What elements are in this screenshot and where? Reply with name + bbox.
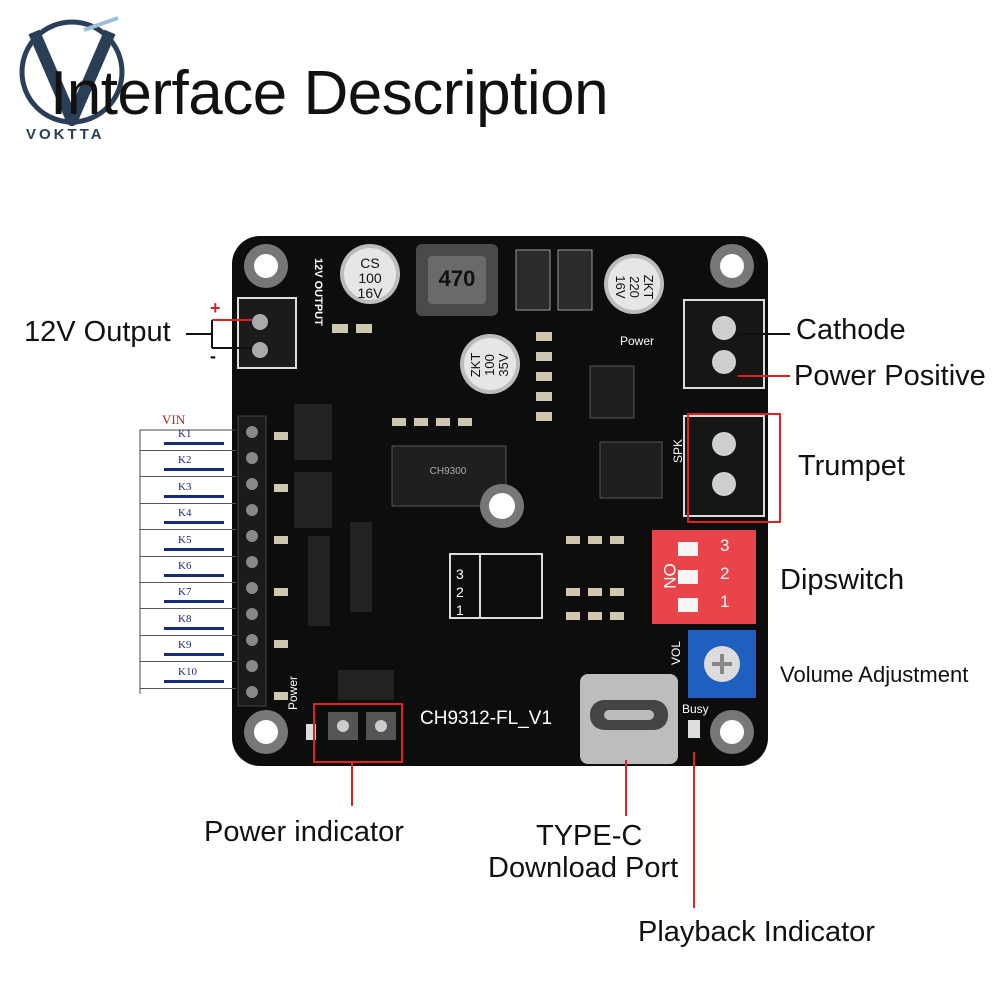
key-switch: K10 xyxy=(140,665,238,692)
cap3-line3: 35V xyxy=(496,353,511,377)
key-wire xyxy=(140,450,236,451)
cap1-line2: 100 xyxy=(358,270,382,286)
label-typec-line2: Download Port xyxy=(488,852,679,884)
plus-sign: + xyxy=(210,298,221,318)
cap1-marking: CS 100 16V xyxy=(344,256,396,301)
label-cathode: Cathode xyxy=(796,314,906,346)
cap2-line1: ZKT xyxy=(641,274,656,300)
key-switch: K7 xyxy=(140,586,238,612)
dip-numbers: 3 2 1 xyxy=(720,536,729,612)
key-wire xyxy=(140,608,236,610)
key-label: K10 xyxy=(178,665,197,678)
key-wire xyxy=(140,476,236,478)
key-label: K1 xyxy=(178,428,192,440)
silk-power-top: Power xyxy=(620,334,655,348)
cap2-marking: ZKT 220 16V xyxy=(613,261,656,313)
label-trumpet: Trumpet xyxy=(798,450,905,482)
cap3-line1: ZKT xyxy=(468,352,483,378)
pcb-board: 12V OUTPUT CS 100 16V 470 ZKT 220 16V ZK… xyxy=(232,236,768,766)
key-switch: K5 xyxy=(140,533,238,560)
cap2-line2: 220 xyxy=(627,276,642,298)
key-contact xyxy=(164,468,224,472)
key-label: K2 xyxy=(178,454,192,467)
key-contact xyxy=(164,494,224,498)
key-label: K9 xyxy=(178,639,192,652)
key-label: K7 xyxy=(178,586,192,599)
silk-12v-output: 12V OUTPUT xyxy=(312,258,324,326)
dip-number: 2 xyxy=(720,564,730,583)
key-wire xyxy=(140,555,236,557)
cap3-line2: 100 xyxy=(482,354,497,376)
table-number: 2 xyxy=(456,584,464,600)
main-chip-marking: CH9300 xyxy=(429,466,467,477)
key-contact xyxy=(164,521,224,525)
board-model-label: CH9312-FL_V1 xyxy=(420,708,553,729)
key-wire xyxy=(140,661,236,663)
cap3-marking: ZKT 100 35V xyxy=(468,339,511,391)
label-playback-indicator: Playback Indicator xyxy=(638,916,875,948)
key-switch: K3 xyxy=(140,480,238,507)
key-label: K4 xyxy=(178,507,192,520)
cap2-line3: 16V xyxy=(613,275,628,299)
board-graphics xyxy=(237,244,765,764)
cap1-line3: 16V xyxy=(357,285,383,301)
key-wire xyxy=(140,634,236,636)
key-contact xyxy=(164,679,224,683)
key-contact xyxy=(164,573,224,577)
key-label: K6 xyxy=(178,559,192,572)
key-wire xyxy=(140,581,236,583)
key-contact xyxy=(164,653,224,657)
key-wire xyxy=(140,502,236,504)
key-label: K8 xyxy=(178,612,192,625)
key-switch: K8 xyxy=(140,612,238,639)
key-switch: K9 xyxy=(140,639,238,665)
dip-number: 1 xyxy=(720,592,730,611)
silk-spk: SPK xyxy=(671,438,686,464)
key-label: K5 xyxy=(178,533,192,546)
key-contact xyxy=(164,626,224,630)
voktta-logo-icon xyxy=(19,16,125,126)
inductor-marking: 470 xyxy=(438,266,476,291)
brand-name: VOKTTA xyxy=(26,126,105,143)
table-number: 1 xyxy=(456,602,464,618)
key-switch: K4 xyxy=(140,507,238,533)
cap1-line1: CS xyxy=(360,255,380,271)
table-number: 3 xyxy=(456,566,464,582)
label-12v-output: 12V Output xyxy=(24,316,171,348)
label-dipswitch: Dipswitch xyxy=(780,564,905,596)
vin-label: VIN xyxy=(162,412,186,427)
key-switch: K2 xyxy=(140,454,238,480)
key-switch: K1 xyxy=(140,428,238,454)
key-contact xyxy=(164,547,224,551)
key-contact xyxy=(164,442,224,445)
silk-busy: Busy xyxy=(682,702,709,716)
table-numbers: 3 2 1 xyxy=(456,566,464,618)
dip-number: 3 xyxy=(720,536,730,555)
key-wire xyxy=(140,529,236,531)
label-volume-adjustment: Volume Adjustment xyxy=(780,662,969,687)
silk-power-bottom: Power xyxy=(286,675,301,711)
minus-sign: - xyxy=(210,346,216,366)
key-wire xyxy=(140,687,236,689)
key-switch: K6 xyxy=(140,559,238,586)
silk-vol: VOL xyxy=(669,640,684,666)
label-power-indicator: Power indicator xyxy=(204,816,404,848)
key-label: K3 xyxy=(178,480,192,493)
dip-on-label: ON xyxy=(659,563,679,589)
page-title: Interface Description xyxy=(50,59,609,128)
key-contact xyxy=(164,600,224,604)
label-power-positive: Power Positive xyxy=(794,360,986,392)
label-typec-line1: TYPE-C xyxy=(536,820,643,852)
